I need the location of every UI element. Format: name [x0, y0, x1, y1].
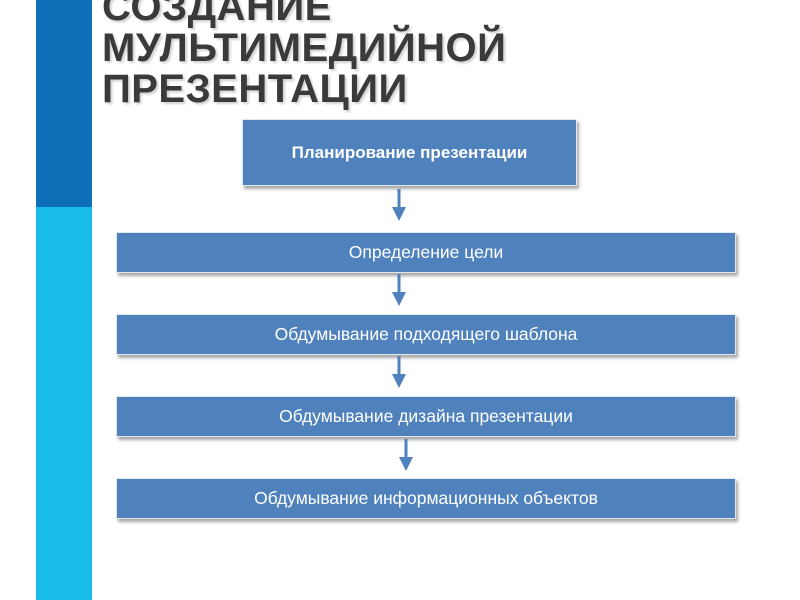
sidebar-accent-light: [36, 207, 92, 600]
title-line-2: МУЛЬТИМЕДИЙНОЙ: [102, 26, 507, 70]
arrow-down-icon: [399, 439, 413, 471]
step-box-objects: Обдумывание информационных объектов: [116, 478, 736, 519]
step-box-design: Обдумывание дизайна презентации: [116, 396, 736, 437]
planning-box-label: Планирование презентации: [291, 142, 528, 162]
title-line-3: ПРЕЗЕНТАЦИИ: [102, 67, 408, 111]
step-box-goal: Определение цели: [116, 232, 736, 273]
arrow-down-icon: [392, 189, 406, 221]
step-box-template: Обдумывание подходящего шаблона: [116, 314, 736, 355]
sidebar-accent-dark: [36, 0, 92, 207]
arrow-down-icon: [392, 274, 406, 306]
planning-box: Планирование презентации: [242, 119, 577, 186]
title-line-1: СОЗДАНИЕ: [102, 0, 332, 29]
step-label: Обдумывание информационных объектов: [254, 488, 598, 508]
step-label: Определение цели: [348, 242, 504, 262]
page-title: СОЗДАНИЕ МУЛЬТИМЕДИЙНОЙ ПРЕЗЕНТАЦИИ: [102, 0, 506, 110]
step-label: Обдумывание подходящего шаблона: [274, 324, 578, 344]
step-label: Обдумывание дизайна презентации: [279, 406, 573, 426]
arrow-down-icon: [392, 356, 406, 388]
